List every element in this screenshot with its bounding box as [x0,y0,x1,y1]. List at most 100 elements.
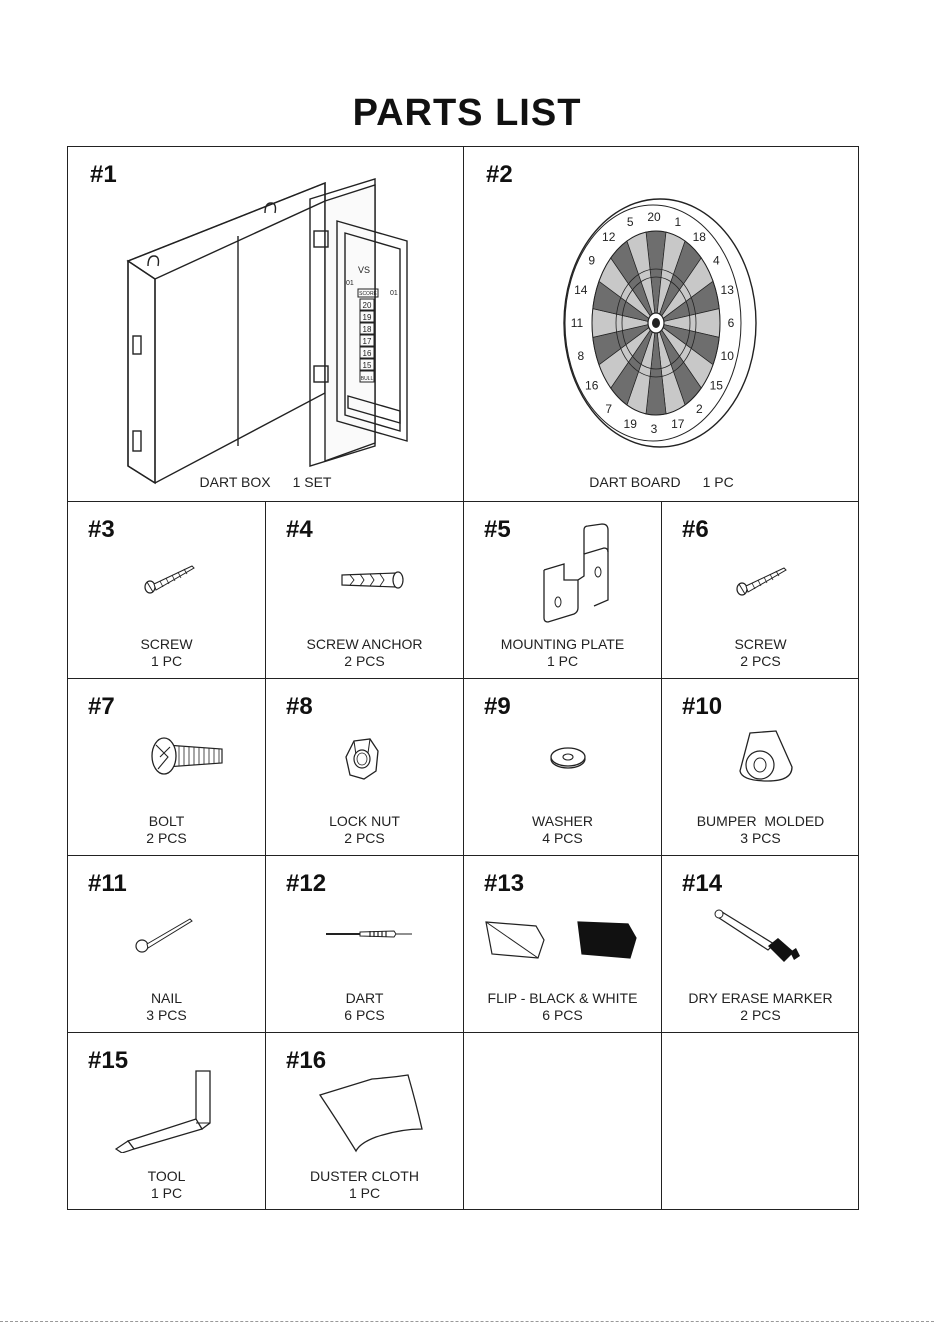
dartboard-number: 17 [671,417,685,431]
empty-cell [464,1033,662,1210]
part-cell-16: #16 DUSTER CLOTH 1 PC [266,1033,464,1210]
score-bull: BULL [361,376,374,382]
part-qty: 4 PCS [542,830,583,846]
dartboard-number: 15 [710,378,724,392]
part-cell-12: #12 DART 6 PCS [266,856,464,1033]
part-cell-9: #9 WASHER 4 PCS [464,679,662,856]
screw-icon [736,567,787,596]
part-number: #16 [286,1047,327,1074]
score-15: 15 [363,361,372,370]
dartboard-number: 2 [696,402,703,416]
part-qty: 1 PC [546,653,579,669]
part-name: BUMPER MOLDED [696,813,825,829]
dartboard-number: 8 [577,349,584,363]
part-caption: LOCK NUT 2 PCS [266,813,463,847]
part-name: SCREW ANCHOR [306,636,423,652]
part-name: MOUNTING PLATE [500,636,625,652]
part-number: #11 [88,870,127,897]
dartboard-number: 4 [713,254,720,268]
part-number: #13 [484,870,525,897]
part-qty: 1 PC [150,1185,183,1201]
flip-white-icon [485,921,545,959]
flip-black-icon [577,921,637,959]
part-caption: DUSTER CLOTH 1 PC [266,1168,463,1202]
part-qty: 2 PCS [146,830,187,846]
part-number: #6 [682,516,709,543]
part-cell-3: #3 SCREW 1 PC [68,502,266,679]
part-name: DART BOX [199,474,271,490]
page-divider [0,1321,934,1322]
part-caption: BUMPER MOLDED 3 PCS [662,813,859,847]
part-caption: DART 6 PCS [266,990,463,1024]
part-number: #5 [484,516,511,543]
score-19: 19 [363,313,372,322]
mounting-plate-icon [543,523,609,623]
dartboard-number: 6 [728,316,735,330]
part-cell-7: #7 BOLT 2 PCS [68,679,266,856]
scoreboard-right: 01 [390,290,398,297]
bumper-icon [739,730,793,782]
part-cell-8: #8 LOCK NUT 2 PCS [266,679,464,856]
washer-icon [550,747,586,769]
bolt-icon [151,737,223,775]
part-qty: 2 PCS [344,830,385,846]
dartboard-number: 1 [674,215,681,229]
dartboard-number: 7 [605,402,612,416]
part-cell-15: #15 TOOL 1 PC [68,1033,266,1210]
lock-nut-icon [345,738,379,780]
dartboard-number: 13 [721,283,735,297]
empty-cell [662,1033,859,1210]
part-cell-6: #6 SCREW 2 PCS [662,502,859,679]
part-caption: FLIP - BLACK & WHITE 6 PCS [464,990,661,1024]
part-name: SCREW [140,636,193,652]
part-name: DRY ERASE MARKER [688,990,833,1006]
part-number: #4 [286,516,313,543]
part-caption: MOUNTING PLATE 1 PC [464,636,661,670]
part-qty: 3 PCS [740,830,781,846]
part-cell-10: #10 BUMPER MOLDED 3 PCS [662,679,859,856]
part-number: #10 [682,693,723,720]
dartboard-number: 18 [693,230,707,244]
marker-icon [714,909,800,962]
dartboard-number: 14 [574,283,588,297]
scoreboard-vs: VS [358,265,370,275]
part-cell-11: #11 NAIL 3 PCS [68,856,266,1033]
scoreboard-title: SCORE [359,291,377,297]
part-qty: 2 PCS [740,1007,781,1023]
part-name: NAIL [150,990,183,1006]
part-cell-4: #4 SCREW ANCHOR 2 PCS [266,502,464,679]
part-name: WASHER [532,813,593,829]
dart-box-icon: VS 01 01 SCORE 20 19 18 17 16 [126,178,408,485]
part-qty: 1 PC [702,474,734,490]
part-number: #8 [286,693,313,720]
dartboard-number: 10 [721,349,735,363]
dart-icon [326,930,412,938]
part-caption: DRY ERASE MARKER 2 PCS [662,990,859,1024]
part-cell-13: #13 FLIP - BLACK & WHITE 6 PCS [464,856,662,1033]
part-caption: SCREW ANCHOR 2 PCS [266,636,463,670]
score-18: 18 [363,325,372,334]
part-name: LOCK NUT [329,813,400,829]
part-qty: 6 PCS [542,1007,583,1023]
part-qty: 1 PC [150,653,183,669]
part-caption: WASHER 4 PCS [464,813,661,847]
part-number: #2 [486,161,513,188]
parts-grid: #1 [67,146,859,1210]
cloth-icon [318,1074,423,1153]
part-caption: SCREW 2 PCS [662,636,859,670]
part-qty: 6 PCS [344,1007,385,1023]
dartboard-number: 19 [624,417,638,431]
part-name: DART [345,990,384,1006]
tool-icon [114,1070,211,1153]
nail-icon [135,918,193,953]
score-16: 16 [363,349,372,358]
part-qty: 2 PCS [344,653,385,669]
dartboard-number: 16 [585,378,599,392]
dartboard-number: 3 [651,422,658,436]
part-qty: 2 PCS [740,653,781,669]
scoreboard-left: 01 [346,280,354,287]
score-17: 17 [363,337,372,346]
